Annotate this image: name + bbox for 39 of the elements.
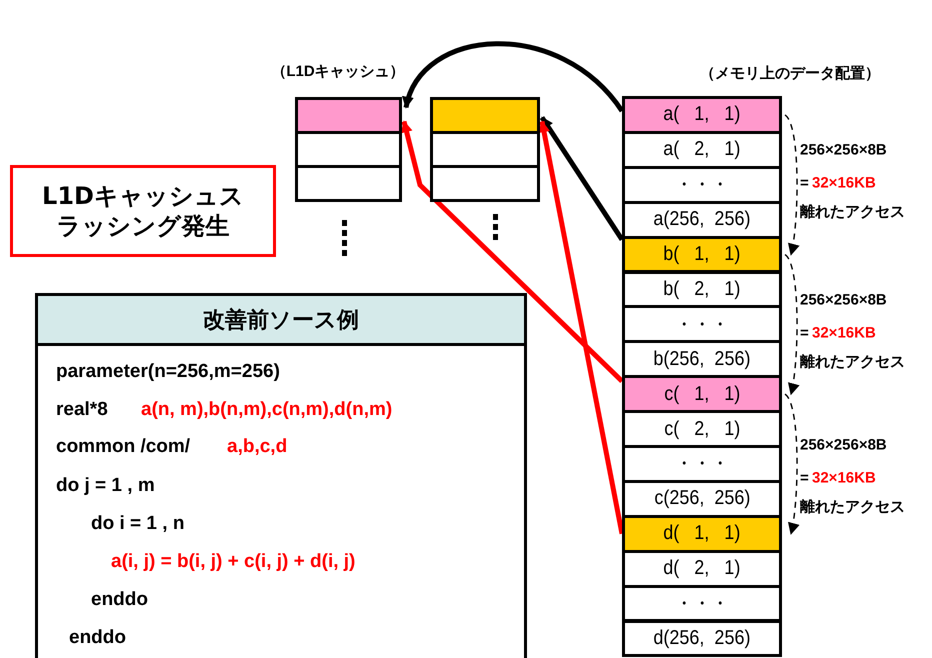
note-text: =	[800, 174, 809, 192]
arrow	[404, 41, 624, 112]
code-text: real*8	[56, 399, 108, 421]
column-heading: （メモリ上のデータ配置）	[700, 64, 880, 83]
arrow	[540, 116, 624, 241]
note-text: 256×256×8B	[800, 142, 887, 158]
note-text: 離れたアクセス	[800, 498, 905, 516]
note-text: =	[800, 324, 809, 342]
arrow	[538, 120, 624, 534]
column-heading: （L1Dキャッシュ）	[271, 62, 405, 81]
panel-title: 改善前ソース例	[203, 306, 359, 334]
code-panel	[35, 293, 527, 658]
code-text: enddo	[91, 589, 148, 611]
alert-text: L1Dキャッシュスラッシング発生	[41, 181, 245, 241]
note-text: =	[800, 470, 809, 486]
note-text: 32×16KB	[812, 324, 876, 342]
code-text: a(n, m),b(n,m),c(n,m),d(n,m)	[141, 399, 392, 421]
code-text: common /com/	[56, 436, 190, 458]
memory-cell: ・・・	[622, 445, 782, 483]
arrow	[784, 394, 800, 535]
memory-cell: d(256, 256)	[622, 620, 782, 658]
code-text: parameter(n=256,m=256)	[56, 361, 280, 383]
note-text: 32×16KB	[812, 174, 876, 192]
note-text: 256×256×8B	[800, 436, 887, 454]
alert-box	[10, 165, 276, 257]
code-text: enddo	[69, 627, 126, 649]
arrow	[784, 254, 800, 396]
note-text: 離れたアクセス	[800, 352, 905, 372]
arrow	[400, 120, 624, 383]
code-text: do i = 1 , n	[91, 513, 184, 535]
memory-cell: a( 1, 1)	[622, 96, 782, 134]
note-text: 離れたアクセス	[800, 202, 905, 222]
code-text: do j = 1 , m	[56, 475, 155, 497]
code-text: a(i, j) = b(i, j) + c(i, j) + d(i, j)	[111, 551, 356, 573]
arrow	[784, 114, 800, 256]
code-text: a,b,c,d	[227, 436, 288, 458]
note-text: 256×256×8B	[800, 292, 887, 308]
note-text: 32×16KB	[812, 470, 876, 486]
memory-cell: c( 2, 1)	[622, 410, 782, 448]
